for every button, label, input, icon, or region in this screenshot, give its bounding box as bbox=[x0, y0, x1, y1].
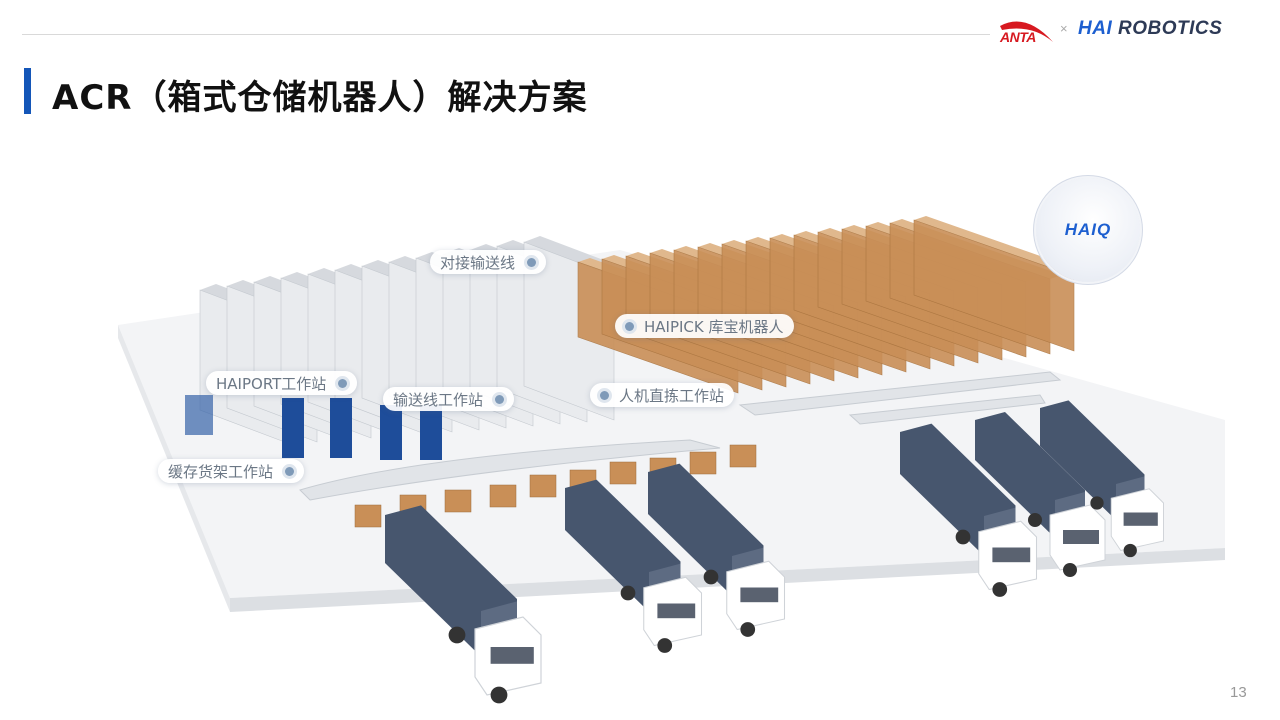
label-docking-conveyor: 对接输送线 bbox=[430, 250, 547, 274]
hai-robotics-logo: HAI ROBOTICS bbox=[1078, 18, 1223, 39]
truck-windshield bbox=[740, 587, 779, 603]
truck-windshield bbox=[1063, 530, 1099, 544]
truck-wheel bbox=[992, 582, 1008, 597]
carton-stack bbox=[729, 444, 757, 468]
truck-wheel bbox=[703, 569, 719, 585]
conveyor-lines bbox=[299, 371, 1062, 501]
page-number: 13 bbox=[1230, 684, 1247, 701]
truck bbox=[900, 423, 1038, 597]
truck-windshield bbox=[1123, 512, 1158, 526]
truck-wheel bbox=[1123, 543, 1137, 558]
carton-stack bbox=[444, 489, 472, 513]
marker-dot-icon bbox=[495, 394, 505, 404]
truck bbox=[385, 505, 542, 704]
marker-dot-icon bbox=[338, 378, 348, 388]
truck-windshield bbox=[490, 647, 534, 664]
header-divider bbox=[22, 34, 990, 35]
truck bbox=[565, 479, 703, 653]
truck-wheel bbox=[448, 626, 466, 644]
label-conveyor-station: 输送线工作站 bbox=[383, 387, 515, 411]
truck-windshield bbox=[657, 603, 696, 619]
truck bbox=[1040, 400, 1164, 558]
truck-wheel bbox=[657, 638, 673, 653]
carton-stack bbox=[354, 504, 382, 528]
label-buffer-shelf-station: 缓存货架工作站 bbox=[158, 459, 305, 483]
marker-dot-icon bbox=[625, 321, 634, 331]
page-title: ACR（箱式仓储机器人）解决方案 bbox=[52, 78, 588, 118]
carton-stack bbox=[529, 474, 557, 498]
logo-separator: × bbox=[1060, 21, 1068, 36]
truck bbox=[648, 463, 786, 637]
title-accent-bar bbox=[24, 68, 31, 114]
truck-wheel bbox=[1090, 496, 1104, 510]
carton-pallets bbox=[354, 444, 757, 528]
haiq-badge: HAIQ bbox=[1036, 178, 1140, 282]
label-direct-pick-station: 人机直拣工作站 bbox=[590, 383, 735, 407]
truck-windshield bbox=[992, 547, 1031, 563]
label-haipick: HAIPICK 库宝机器人 bbox=[615, 314, 794, 338]
anta-swoosh-icon bbox=[1000, 21, 1053, 42]
carton-stack bbox=[489, 484, 517, 508]
orange-storage-racks bbox=[577, 216, 1086, 394]
truck bbox=[975, 412, 1106, 577]
truck-wheel bbox=[1063, 563, 1077, 577]
truck-wheel bbox=[490, 686, 508, 704]
label-haiport: HAIPORT工作站 bbox=[206, 371, 358, 395]
marker-dot-icon bbox=[600, 390, 609, 400]
grey-storage-racks bbox=[199, 236, 630, 445]
truck-wheel bbox=[955, 529, 971, 545]
truck-wheel bbox=[1028, 513, 1042, 527]
truck-wheel bbox=[740, 622, 756, 637]
rack-side bbox=[913, 219, 1075, 352]
rack-top bbox=[914, 216, 1086, 276]
carton-stack bbox=[689, 451, 717, 475]
workstations bbox=[185, 395, 442, 460]
carton-stack bbox=[609, 461, 637, 485]
marker-dot-icon bbox=[527, 257, 537, 267]
marker-dot-icon bbox=[285, 466, 295, 476]
truck-wheel bbox=[620, 585, 636, 601]
trucks bbox=[385, 400, 1164, 704]
